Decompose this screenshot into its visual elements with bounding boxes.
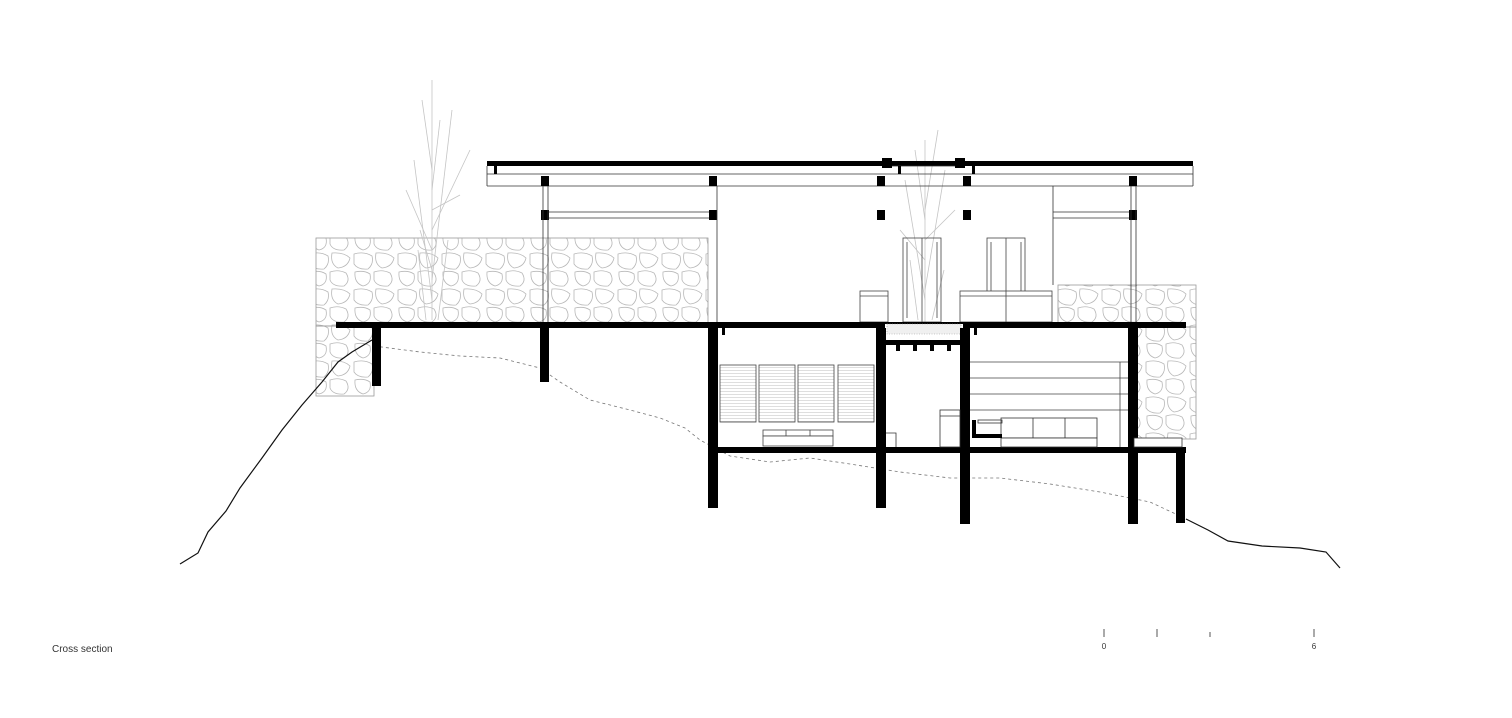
columns [372,328,1185,524]
upper-window-left [902,237,942,323]
roof [486,158,1194,187]
scale-label-end: 6 [1311,642,1317,651]
undefined [722,328,725,335]
undefined [974,328,977,335]
courtyard-gravel [886,323,962,335]
upper-furniture [859,290,1053,323]
main-floor-slab [336,322,1186,328]
roof-rafters [494,166,975,174]
stone-wall-right [1057,284,1197,440]
lower-window-screens [719,364,875,423]
upper-frame [541,176,1137,220]
undefined [972,166,975,174]
lower-shelving [970,361,1128,447]
lower-bench [762,429,834,447]
lower-sofa [1000,417,1183,448]
tree-courtyard [899,129,956,322]
terrain-line-right [1185,518,1341,569]
tree-left [405,80,471,321]
courtyard-joists [896,345,951,351]
terrain-line [179,339,373,565]
stone-wall-left [315,237,709,397]
upper-posts [542,186,1137,322]
center-stair [886,409,961,448]
lower-floor-slab [718,340,1186,453]
scale-label-start: 0 [1101,642,1107,651]
scale-bar [1103,629,1315,637]
floor-joists [722,328,977,335]
undefined [898,166,901,174]
undefined [494,166,497,174]
lower-chair [972,419,1003,438]
drawing-caption: Cross section [52,644,113,655]
